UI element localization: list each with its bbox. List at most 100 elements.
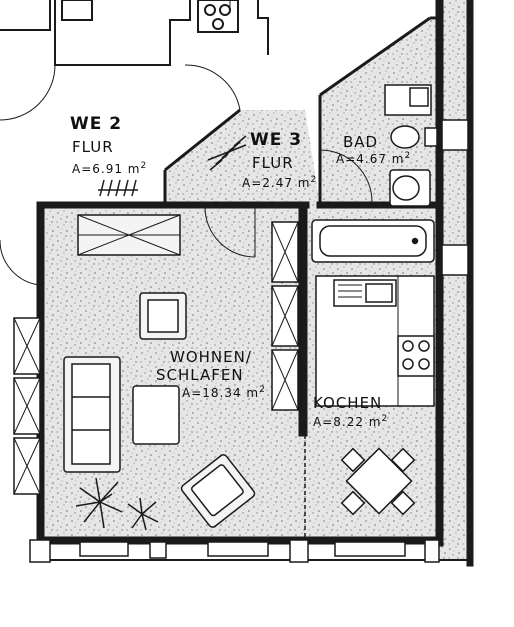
wall-living-kitchen — [298, 203, 308, 437]
hatch-line — [107, 179, 113, 197]
hob-ring — [402, 340, 414, 352]
dining-chair — [340, 490, 366, 516]
partition-cabinets — [271, 221, 299, 411]
cabinet-cross — [13, 317, 41, 495]
living-door-swing — [204, 206, 256, 258]
window-pier — [149, 541, 167, 559]
bad-floor — [320, 20, 440, 205]
lounge-chair-seat — [191, 464, 244, 517]
bad-room-label: BAD — [343, 133, 379, 151]
kochen-area-value: A=8.22 m — [313, 415, 382, 429]
hob-ring — [402, 358, 414, 370]
coffee-table — [132, 385, 180, 445]
bath-door-swing — [319, 149, 373, 203]
dining-chair — [340, 447, 366, 473]
we2-area-unit-sup: 2 — [140, 161, 148, 171]
doors — [204, 149, 373, 258]
we2-room-label: FLUR — [72, 138, 114, 156]
kochen-area-label: A=8.22 m2 — [313, 414, 389, 429]
stair-hatch — [98, 135, 247, 197]
bad-area-label: A=4.67 m2 — [336, 151, 412, 166]
window-pier — [424, 539, 440, 563]
window — [334, 541, 406, 557]
washing-machine-door — [409, 87, 429, 107]
bad-area-unit-sup: 2 — [404, 151, 412, 161]
hatch-line — [227, 141, 241, 153]
wall-right-outer — [466, 0, 474, 567]
wc-fixture — [61, 0, 93, 21]
window-pier — [289, 539, 309, 563]
hatch-line — [209, 159, 223, 171]
hatch-line — [131, 179, 137, 197]
window-right — [441, 119, 469, 151]
we3-room-label: FLUR — [252, 154, 294, 172]
we3-flur-floor — [165, 110, 320, 205]
left-cabinets — [13, 317, 41, 495]
we3-area-label: A=2.47 m2 — [242, 175, 318, 190]
hatch-line — [115, 179, 121, 197]
door-swing — [0, 64, 56, 121]
dining-table — [345, 447, 413, 515]
sofa-seat — [71, 363, 111, 465]
wohnen-room-label-line1: WOHNEN/ — [170, 348, 252, 366]
we2-area-label: A=6.91 m2 — [72, 161, 148, 176]
sink-drainboard — [338, 284, 362, 298]
we2-wall-c — [257, 0, 269, 55]
plant-small — [127, 497, 159, 531]
we2-unit-label: WE 2 — [70, 114, 123, 134]
window — [79, 541, 129, 557]
window-sill — [29, 539, 51, 563]
hatch-line — [233, 135, 247, 147]
wohnen-area-value: A=18.34 m — [182, 386, 260, 400]
plant-large — [75, 477, 123, 529]
cabinet-cross — [271, 221, 299, 411]
bathtub-drain — [411, 237, 419, 245]
sink-basin — [365, 283, 393, 303]
plants — [75, 477, 159, 531]
hob-ring — [219, 4, 231, 16]
hatch-line — [99, 179, 105, 197]
wohnen-area-label: A=18.34 m2 — [182, 385, 266, 400]
kochen-area-unit-sup: 2 — [381, 414, 389, 424]
we2-wall-a — [0, 0, 51, 31]
hatch-line — [215, 153, 229, 165]
bad-area-value: A=4.67 m — [336, 152, 405, 166]
hob-ring — [418, 358, 430, 370]
hob-ring — [204, 4, 216, 16]
hatch-line — [221, 147, 235, 159]
toilet — [390, 125, 420, 149]
hatch-line — [207, 144, 247, 161]
door-swing — [0, 240, 41, 286]
bathroom-fixtures — [311, 84, 438, 263]
wohnen-room-label-line2: SCHLAFEN — [156, 366, 244, 384]
windows — [29, 119, 469, 563]
wall-bad-diagonal — [319, 16, 431, 97]
we2-fragment — [0, 0, 269, 286]
window — [207, 541, 269, 557]
we3-area-unit-sup: 2 — [310, 175, 318, 185]
exterior-wall-fill — [440, 0, 470, 560]
hatch-line — [123, 179, 129, 197]
hob-ring — [418, 340, 430, 352]
we3-area-value: A=2.47 m — [242, 176, 311, 190]
window-right — [441, 244, 469, 276]
door-swing — [184, 64, 241, 111]
dining-chair — [390, 490, 416, 516]
stove — [397, 335, 435, 377]
hob-ring — [212, 18, 224, 30]
bathtub-basin — [319, 225, 427, 257]
washbasin-bowl — [392, 175, 420, 201]
we2-wall-b — [54, 0, 191, 66]
dining-chair — [390, 447, 416, 473]
living-furniture — [63, 214, 256, 528]
wohnen-area-unit-sup: 2 — [259, 385, 266, 395]
kitchen-fixtures — [315, 275, 435, 516]
wall-we3-diagonal — [164, 108, 241, 172]
we3-unit-label: WE 3 — [250, 130, 303, 150]
wall-top-living — [36, 201, 310, 209]
we2-area-value: A=6.91 m — [72, 162, 141, 176]
kochen-room-label: KOCHEN — [313, 394, 383, 412]
armchair-seat — [147, 299, 179, 333]
toilet-tank — [424, 127, 438, 147]
